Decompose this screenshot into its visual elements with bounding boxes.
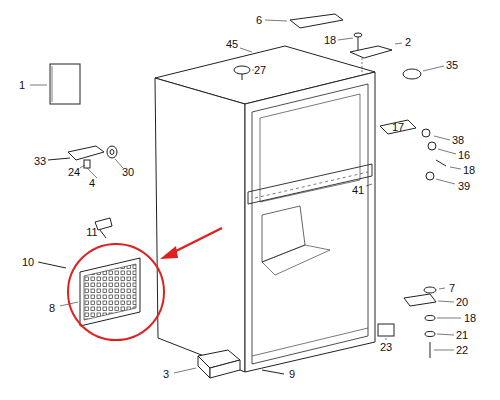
callout-number: 41	[352, 184, 364, 196]
callout-number: 24	[68, 166, 80, 178]
callout-number: 9	[289, 368, 295, 380]
callout-number: 33	[34, 155, 46, 167]
callout-number: 22	[456, 344, 468, 356]
callout-number: 30	[122, 166, 134, 178]
callout-number: 3	[163, 368, 169, 380]
callout-number: 10	[22, 256, 34, 268]
callout-number: 1	[19, 79, 25, 91]
callout-number: 45	[226, 38, 238, 50]
callout-number: 8	[49, 302, 55, 314]
callout-number: 20	[456, 296, 468, 308]
callout-number: 18	[463, 164, 475, 176]
callout-number: 27	[254, 64, 266, 76]
callout-number: 23	[380, 341, 392, 353]
callout-number: 7	[449, 282, 455, 294]
callout-number: 17	[392, 121, 404, 133]
callout-number: 38	[452, 134, 464, 146]
callout-number: 18	[464, 312, 476, 324]
callout-number: 16	[458, 149, 470, 161]
callout-number: 4	[89, 177, 95, 189]
callout-number: 18	[324, 34, 336, 46]
callout-number: 39	[458, 180, 470, 192]
callout-number: 35	[446, 59, 458, 71]
callout-number: 21	[456, 329, 468, 341]
callout-number: 6	[256, 14, 262, 26]
callout-number: 2	[405, 36, 411, 48]
callout-number: 11	[86, 226, 97, 238]
